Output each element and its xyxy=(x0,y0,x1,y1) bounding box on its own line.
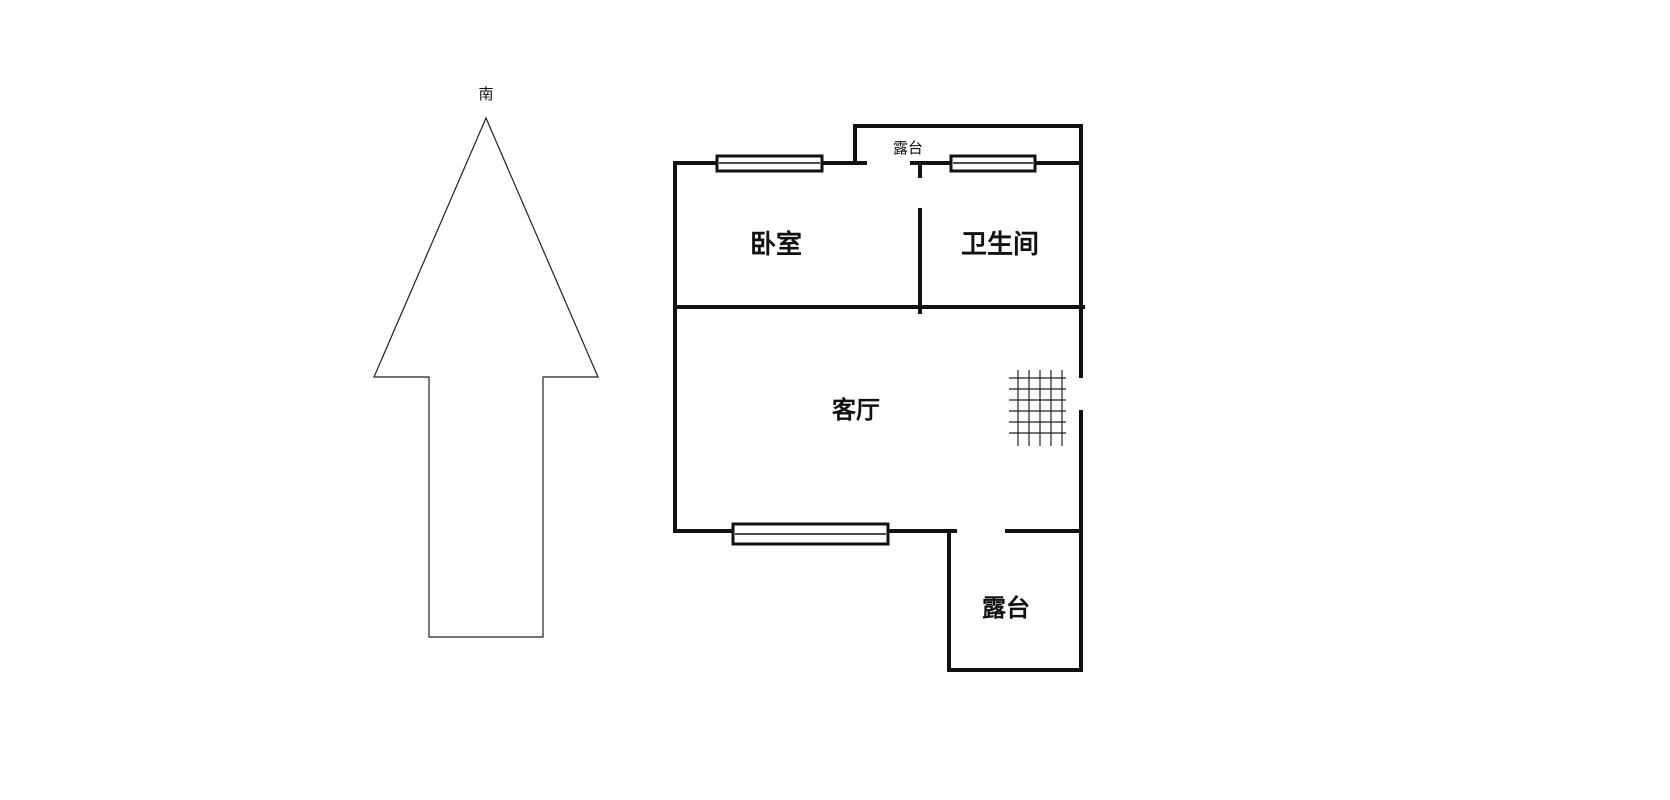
compass-arrow: 南 xyxy=(373,85,599,638)
room-label-bathroom: 卫生间 xyxy=(961,230,1039,260)
room-label-bedroom: 卧室 xyxy=(750,229,802,260)
room-label-living-room: 客厅 xyxy=(832,396,880,424)
room-label-top-balcony: 露台 xyxy=(893,139,923,157)
stair-grid-icon xyxy=(1009,370,1066,446)
north-arrow-shape xyxy=(373,116,599,638)
room-label-bottom-balcony: 露台 xyxy=(982,594,1030,622)
windows xyxy=(715,154,1037,546)
compass-direction-label: 南 xyxy=(478,85,493,103)
